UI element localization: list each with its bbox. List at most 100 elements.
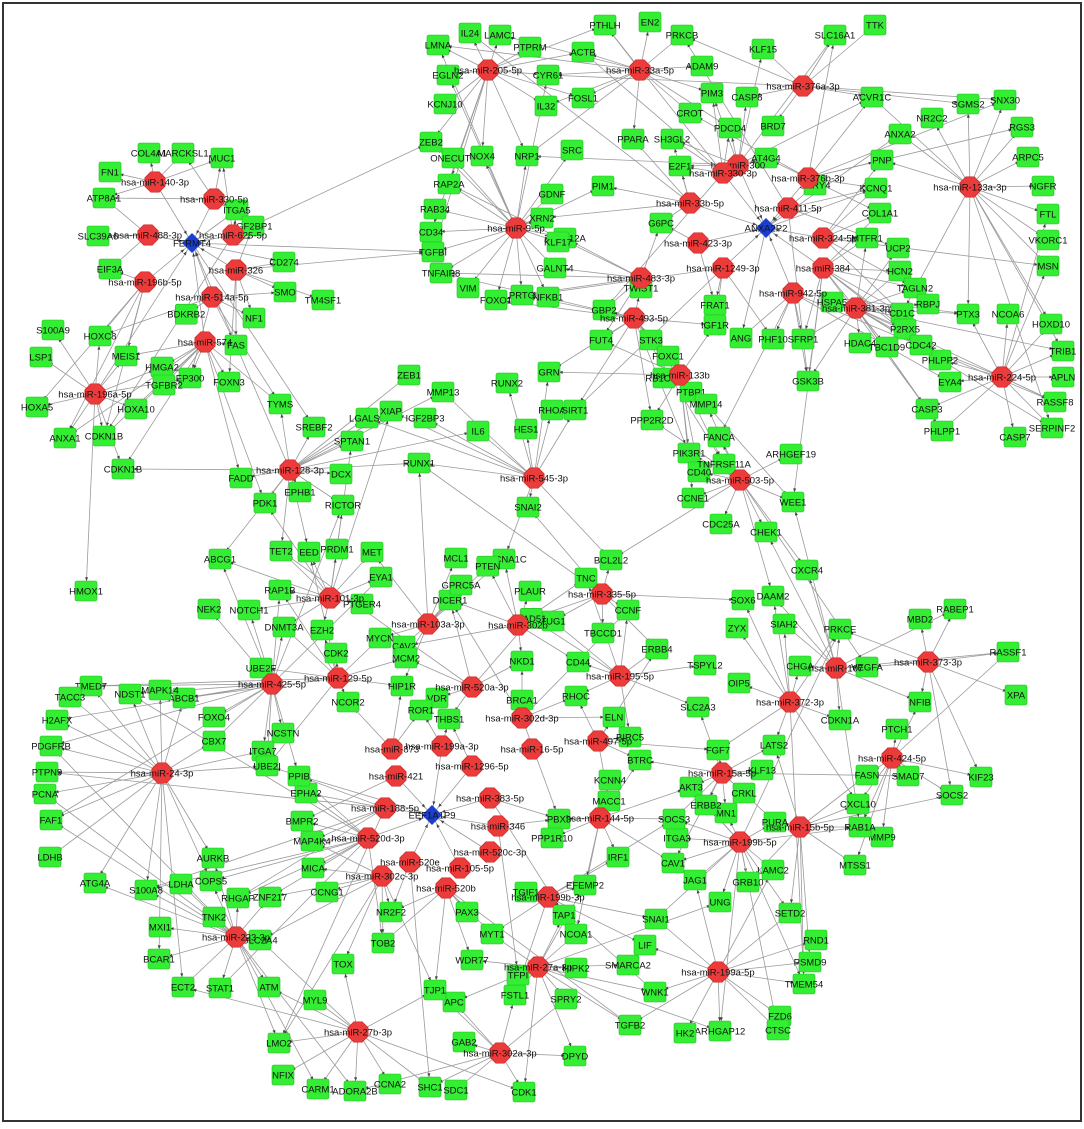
target-node[interactable]: HES1 xyxy=(514,418,539,440)
target-node[interactable]: SREBF2 xyxy=(296,416,333,438)
target-node[interactable]: TYMS xyxy=(267,393,293,415)
target-node[interactable]: SH3GL2 xyxy=(654,128,690,150)
target-node[interactable]: CDC42 xyxy=(905,334,937,356)
target-node[interactable]: SHC1 xyxy=(417,1076,443,1098)
target-node[interactable]: NKD1 xyxy=(509,650,535,672)
target-node[interactable]: ECT2 xyxy=(171,976,195,998)
target-node[interactable]: GSK3B xyxy=(792,370,824,392)
target-node[interactable]: NCOA6 xyxy=(992,303,1025,325)
target-node[interactable]: CASP7 xyxy=(999,426,1031,448)
target-node[interactable]: SNAI2 xyxy=(514,496,542,518)
target-node[interactable]: PDGFRB xyxy=(31,735,71,757)
target-node[interactable]: CRKL xyxy=(731,782,757,804)
mirna-node[interactable]: hsa-miR-384 xyxy=(796,257,850,279)
target-node[interactable]: SOCS2 xyxy=(936,784,968,806)
target-node[interactable]: ADAM9 xyxy=(686,55,719,77)
target-node[interactable]: EIF3A xyxy=(97,258,124,280)
mirna-node[interactable]: hsa-miR-483-3p xyxy=(607,267,675,289)
target-node[interactable]: RABEP1 xyxy=(936,598,974,620)
target-node[interactable]: TET2 xyxy=(269,540,293,562)
target-node[interactable]: ABCG1 xyxy=(204,548,236,570)
target-node[interactable]: BCAR1 xyxy=(143,948,175,970)
target-node[interactable]: SLC2A3 xyxy=(680,696,716,718)
target-node[interactable]: SRC xyxy=(560,139,584,161)
target-node[interactable]: NGFR xyxy=(1030,175,1057,197)
target-node[interactable]: ARPC5 xyxy=(1012,146,1044,168)
target-node[interactable]: AT4G4 xyxy=(751,147,781,169)
mirna-node[interactable]: hsa-miR-411-5p xyxy=(754,197,822,219)
target-node[interactable]: SFRP1 xyxy=(788,328,819,350)
mirna-node[interactable]: hsa-miR-144-5p xyxy=(566,807,634,829)
target-node[interactable]: MTFR1 xyxy=(851,227,883,249)
target-node[interactable]: NCOA1 xyxy=(560,923,593,945)
target-node[interactable]: NR2F2 xyxy=(376,901,406,923)
target-node[interactable]: GDNF xyxy=(539,183,566,205)
mirna-node[interactable]: hsa-miR-421 xyxy=(369,765,423,787)
target-node[interactable]: ONECUT2 xyxy=(430,147,476,169)
mirna-node[interactable]: hsa-miR-373-3p xyxy=(894,651,962,673)
target-node[interactable]: WNK1 xyxy=(641,981,669,1003)
target-node[interactable]: SOX6 xyxy=(730,589,756,611)
mirna-node[interactable]: hsa-miR-128-3p xyxy=(256,459,324,481)
target-node[interactable]: CARM1 xyxy=(301,1078,335,1100)
target-node[interactable]: CDK2 xyxy=(323,642,349,664)
target-node[interactable]: TNFAIP8 xyxy=(422,262,461,284)
mirna-node[interactable]: hsa-miR-16-5p xyxy=(501,738,564,760)
target-node[interactable]: FOXN3 xyxy=(213,371,245,393)
target-node[interactable]: HIP1R xyxy=(388,675,416,697)
target-node[interactable]: SNX30 xyxy=(990,89,1020,111)
target-node[interactable]: S100A8 xyxy=(129,879,163,901)
target-node[interactable]: VIM xyxy=(456,277,480,299)
target-node[interactable]: HOXC8 xyxy=(84,325,117,347)
target-node[interactable]: MTSS1 xyxy=(839,854,871,876)
target-node[interactable]: TACC3 xyxy=(55,686,85,708)
target-node[interactable]: ZYX xyxy=(725,617,749,639)
target-node[interactable]: BRD7 xyxy=(760,115,786,137)
mirna-node[interactable]: hsa-miR-1296-5p xyxy=(435,755,509,777)
target-node[interactable]: ATP8A1 xyxy=(87,187,122,209)
target-node[interactable]: IL6 xyxy=(466,420,490,442)
target-node[interactable]: PHF10 xyxy=(758,328,788,350)
target-node[interactable]: PAX3 xyxy=(455,901,479,923)
target-node[interactable]: UNG xyxy=(708,891,732,913)
target-node[interactable]: MCM2 xyxy=(392,647,420,669)
mirna-node[interactable]: hsa-miR-33b-5p xyxy=(656,192,724,214)
target-node[interactable]: KIF23 xyxy=(968,766,994,788)
target-node[interactable]: FTL xyxy=(1036,203,1060,225)
target-node[interactable]: COL1A1 xyxy=(862,202,898,224)
target-node[interactable]: CDKN1B xyxy=(85,425,124,447)
target-node[interactable]: TTK xyxy=(863,14,887,36)
target-node[interactable]: KCNJ10 xyxy=(427,93,463,115)
target-node[interactable]: WDR77 xyxy=(455,949,489,971)
target-node[interactable]: NFKB1 xyxy=(533,286,564,308)
target-node[interactable]: ELN xyxy=(602,706,626,728)
target-node[interactable]: XRN2 xyxy=(529,207,555,229)
target-node[interactable]: MCL1 xyxy=(443,547,469,569)
target-node[interactable]: TSPYL2 xyxy=(687,654,723,676)
target-node[interactable]: VKORC1 xyxy=(1028,229,1068,251)
mirna-node[interactable]: hsa-miR-107 xyxy=(809,657,863,679)
target-node[interactable]: CD274 xyxy=(269,251,299,273)
target-node[interactable]: MUC1 xyxy=(209,147,236,169)
target-node[interactable]: FRAT1 xyxy=(700,294,730,316)
target-node[interactable]: PRTG xyxy=(509,284,535,306)
mirna-node[interactable]: hsa-miR-24-3p xyxy=(131,762,194,784)
target-node[interactable]: PTPRM xyxy=(513,36,547,58)
target-node[interactable]: BRCA1 xyxy=(506,689,538,711)
target-node[interactable]: HMOX1 xyxy=(69,580,103,602)
target-node[interactable]: TAP1 xyxy=(552,904,576,926)
target-node[interactable]: ATG4A xyxy=(80,872,111,894)
target-node[interactable]: LATS2 xyxy=(760,734,788,756)
target-node[interactable]: THBS1 xyxy=(434,708,465,730)
mirna-node[interactable]: hsa-miR-326 xyxy=(209,259,263,281)
target-node[interactable]: ROR1 xyxy=(408,699,434,721)
mirna-node[interactable]: hsa-miR-346 xyxy=(471,815,525,837)
target-node[interactable]: PPARA xyxy=(617,128,649,150)
target-node[interactable]: DAAM2 xyxy=(757,585,790,607)
target-node[interactable]: FANCA xyxy=(703,426,735,448)
target-node[interactable]: NEK2 xyxy=(197,598,222,620)
target-node[interactable]: CYR61 xyxy=(533,64,564,86)
target-node[interactable]: RBPJ xyxy=(916,293,941,315)
target-node[interactable]: MBD2 xyxy=(907,608,933,630)
target-node[interactable]: XPA xyxy=(1004,684,1028,706)
